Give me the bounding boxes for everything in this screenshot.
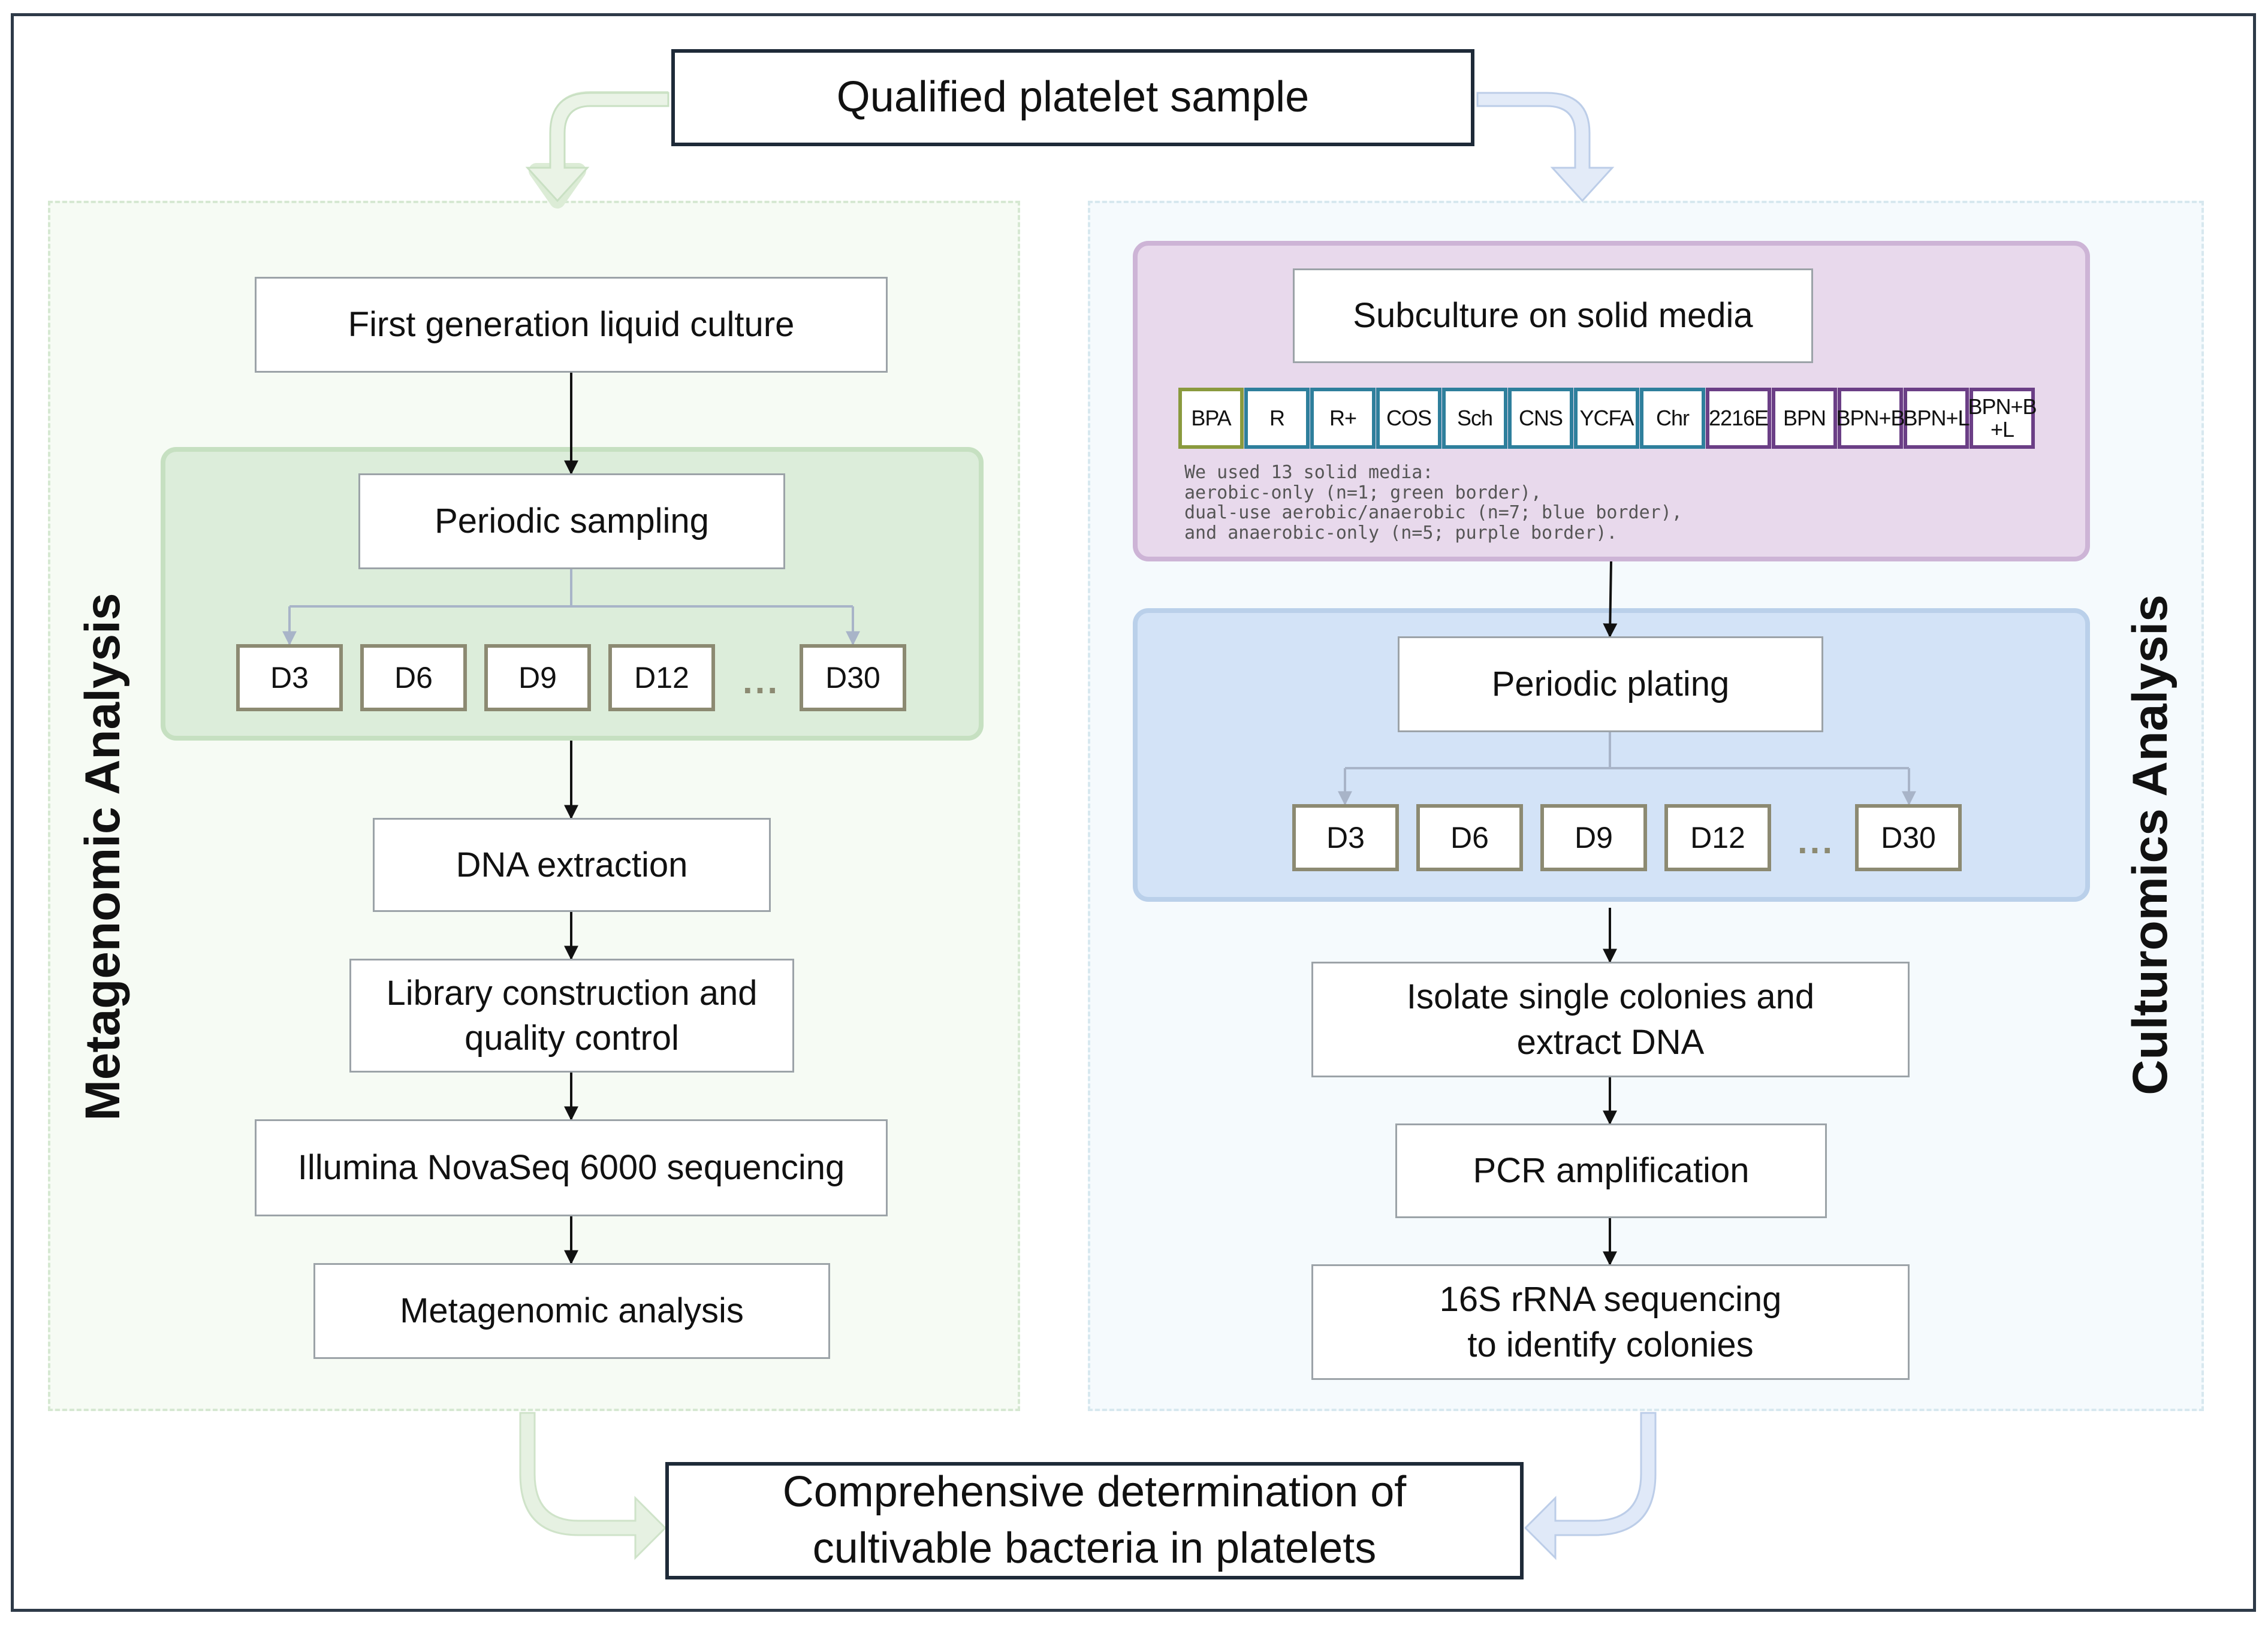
library-construction-box: Library construction and quality control	[349, 959, 794, 1073]
media-note: We used 13 solid media: aerobic-only (n=…	[1184, 462, 1682, 543]
medium-bpn-l: BPN+L	[1903, 388, 1970, 449]
dna-extraction-box: DNA extraction	[373, 818, 771, 912]
arrow-icon	[1603, 561, 1618, 638]
ellipsis: ...	[742, 660, 780, 701]
qualified-platelet-sample-box: Qualified platelet sample	[671, 49, 1474, 146]
day-box-d9: D9	[484, 644, 591, 711]
medium-bpn-b-l: BPN+B +L	[1968, 388, 2037, 449]
outer-frame	[11, 13, 2256, 1612]
medium-r-plus: R+	[1310, 388, 1376, 449]
flow-arrow-icon	[525, 92, 669, 203]
medium-chr: Chr	[1640, 388, 1705, 449]
media-row: BPA R R+ COS Sch CNS YCFA Chr 2216E BPN …	[1178, 388, 2037, 449]
day-box-d6: D6	[360, 644, 467, 711]
medium-2216e: 2216E	[1706, 388, 1771, 449]
day-box-d12: D12	[608, 644, 715, 711]
pcr-amplification-box: PCR amplification	[1395, 1123, 1827, 1218]
medium-bpa: BPA	[1178, 388, 1244, 449]
liquid-culture-box: First generation liquid culture	[255, 277, 888, 373]
plating-day-box-d30: D30	[1855, 804, 1962, 871]
medium-bpn-b: BPN+B	[1836, 388, 1905, 449]
flow-arrow-icon	[1476, 92, 1615, 203]
periodic-plating-box: Periodic plating	[1398, 636, 1823, 732]
conclusion-box: Comprehensive determination of cultivabl…	[665, 1462, 1524, 1579]
flow-arrow-icon	[1524, 1412, 1657, 1560]
subculture-box: Subculture on solid media	[1293, 268, 1813, 363]
illumina-sequencing-box: Illumina NovaSeq 6000 sequencing	[255, 1119, 888, 1216]
medium-cns: CNS	[1508, 388, 1573, 449]
medium-ycfa: YCFA	[1574, 388, 1639, 449]
flow-arrow-icon	[519, 1412, 667, 1560]
isolate-colonies-box: Isolate single colonies and extract DNA	[1311, 962, 1910, 1077]
medium-r: R	[1244, 388, 1310, 449]
metagenomic-analysis-label: Metagenomic Analysis	[76, 593, 130, 1121]
medium-sch: Sch	[1442, 388, 1507, 449]
day-box-d3: D3	[236, 644, 343, 711]
plating-day-box-d12: D12	[1664, 804, 1771, 871]
medium-cos: COS	[1376, 388, 1441, 449]
plating-day-box-d6: D6	[1416, 804, 1523, 871]
culturomics-analysis-label: Culturomics Analysis	[2123, 594, 2177, 1095]
medium-bpn: BPN	[1772, 388, 1837, 449]
metagenomic-analysis-box: Metagenomic analysis	[313, 1263, 830, 1359]
periodic-sampling-box: Periodic sampling	[358, 473, 785, 569]
plating-day-box-d9: D9	[1540, 804, 1647, 871]
plating-day-box-d3: D3	[1292, 804, 1399, 871]
rrna-sequencing-box: 16S rRNA sequencing to identify colonies	[1311, 1264, 1910, 1380]
day-box-d30: D30	[800, 644, 906, 711]
plating-ellipsis: ...	[1797, 820, 1835, 861]
